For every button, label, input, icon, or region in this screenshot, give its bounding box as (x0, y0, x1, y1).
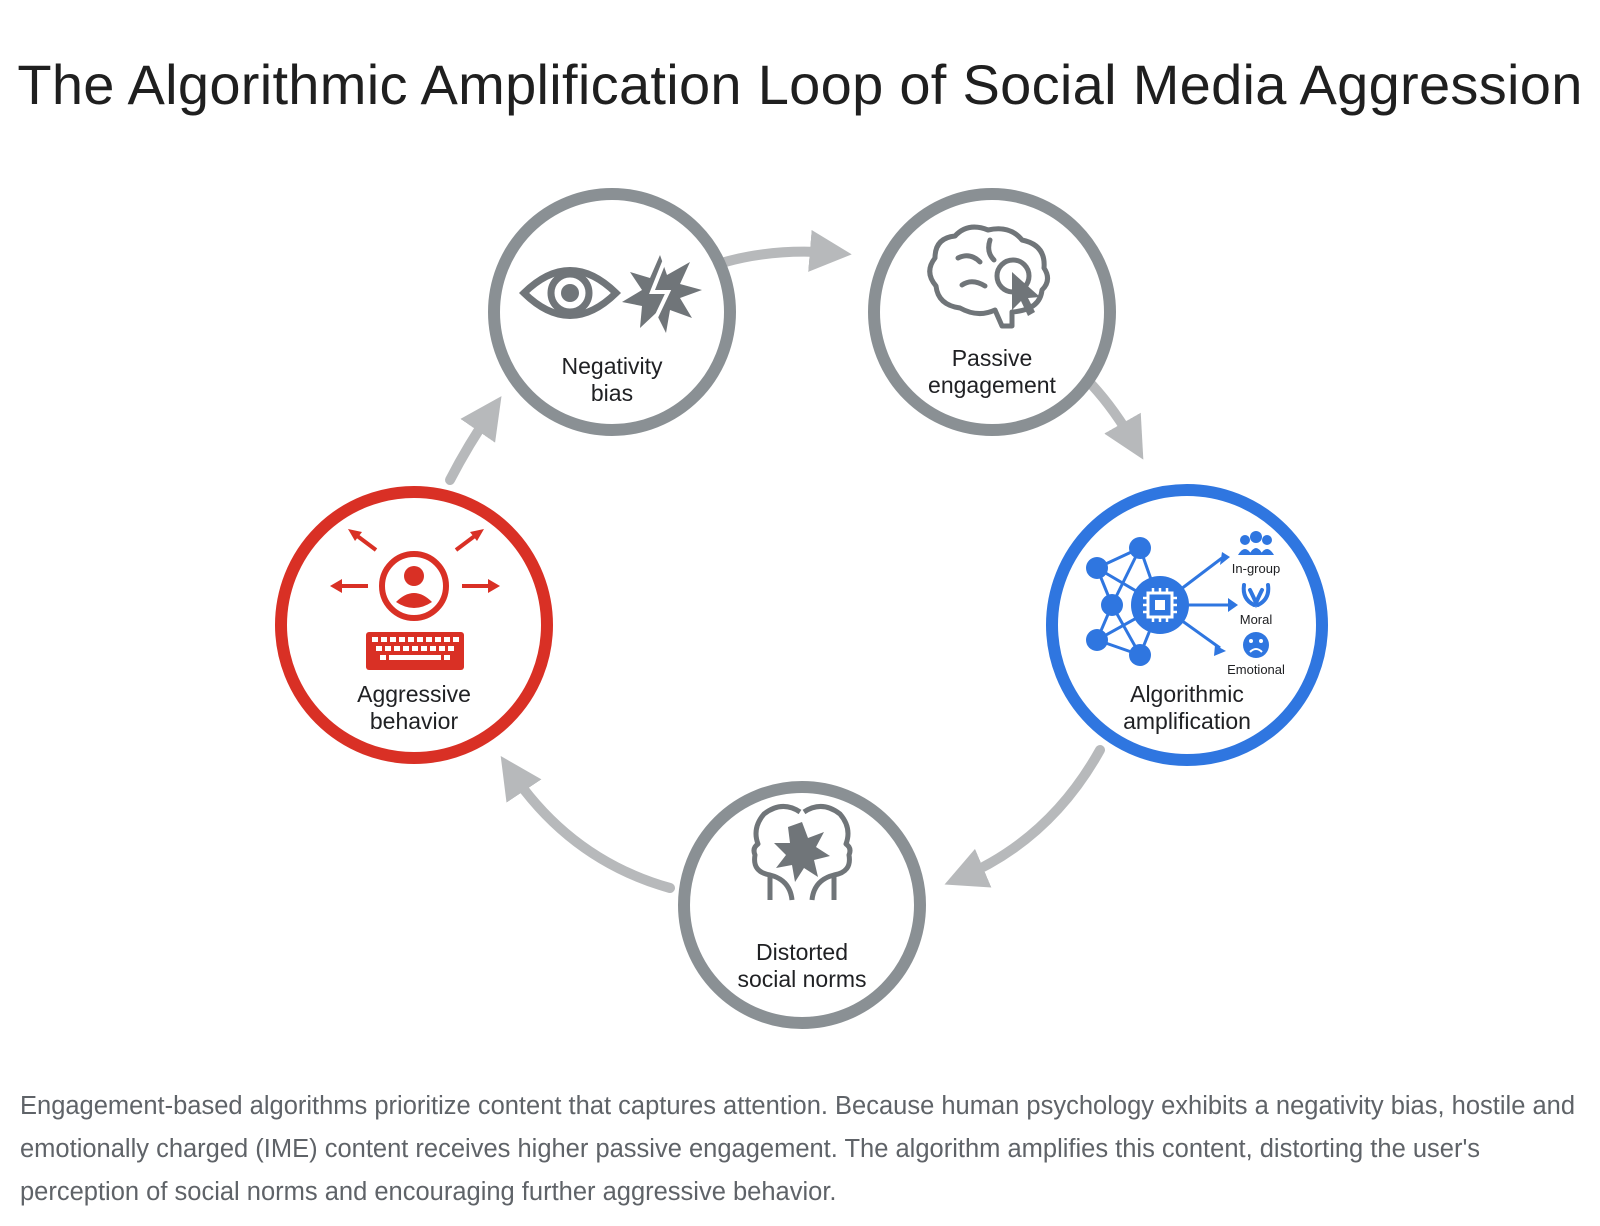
caption-text: Engagement-based algorithms prioritize c… (20, 1092, 1576, 1206)
user-icon (379, 551, 449, 621)
node-label-line2: bias (591, 380, 633, 406)
arrow-passive-to-algorithmic (1087, 380, 1144, 460)
cursor-icon (1012, 272, 1040, 316)
node-label-line2: amplification (1123, 708, 1251, 734)
page-title: The Algorithmic Amplification Loop of So… (17, 53, 1583, 116)
arrow-algorithmic-to-distorted (944, 745, 1105, 888)
hands-icon (1241, 583, 1271, 609)
burst-icon (774, 822, 830, 882)
arrow-negativity-to-passive (720, 229, 852, 272)
node-algorithmic-amplification: In-group Moral Emotional Algorithmic amp… (1046, 484, 1328, 766)
node-label-line2: behavior (370, 708, 459, 734)
chip-icon (1131, 576, 1189, 634)
output-label-moral: Moral (1240, 612, 1273, 627)
node-label-line2: engagement (928, 372, 1056, 398)
arrow-aggressive-to-negativity (445, 396, 502, 485)
node-passive-engagement: Passive engagement (868, 188, 1116, 436)
node-label-line1: Negativity (562, 353, 663, 379)
arrows-out-icon (330, 529, 500, 593)
output-label-emotional: Emotional (1227, 662, 1285, 677)
node-label-line2: social norms (737, 966, 866, 992)
node-label-line1: Distorted (756, 939, 848, 965)
node-negativity-bias: Negativity bias (488, 188, 736, 436)
network-nodes (1086, 537, 1238, 666)
keyboard-icon (366, 632, 464, 670)
output-label-in-group: In-group (1232, 561, 1280, 576)
node-label-line1: Algorithmic (1130, 681, 1244, 707)
node-distorted-social-norms: Distorted social norms (678, 781, 926, 1029)
arrow-distorted-to-aggressive (500, 756, 675, 893)
burst-icon (622, 255, 702, 333)
node-aggressive-behavior: Aggressive behavior (275, 486, 553, 764)
brain-click-icon (927, 224, 1050, 329)
group-icon (1238, 531, 1274, 555)
cycle-arrows (445, 229, 1144, 893)
two-heads-icon (751, 804, 853, 901)
node-label-line1: Passive (952, 345, 1033, 371)
sad-face-icon (1243, 632, 1269, 658)
eye-icon (518, 267, 622, 319)
node-label-line1: Aggressive (357, 681, 471, 707)
